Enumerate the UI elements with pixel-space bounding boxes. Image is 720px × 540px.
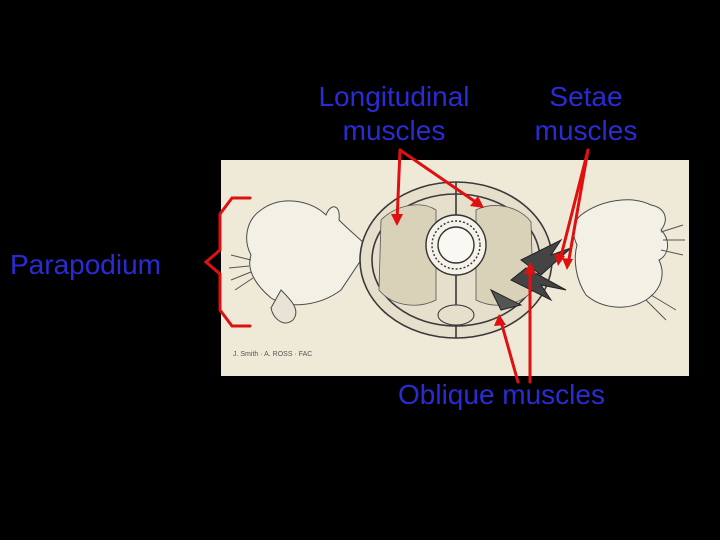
gut (425, 214, 487, 276)
ventral-nerve-cord (437, 304, 475, 326)
label-setae-line1: Setae (549, 81, 623, 112)
label-parapodium: Parapodium (10, 249, 161, 280)
label-longitudinal-line2: muscles (342, 115, 446, 146)
right-parapodium (573, 199, 685, 321)
label-longitudinal-muscles: Longitudinal muscles (286, 80, 502, 148)
figure-credit: J. Smith · A. ROSS · FAC (233, 351, 313, 358)
label-setae-line2: muscles (534, 115, 638, 146)
label-longitudinal-line1: Longitudinal (318, 81, 470, 112)
label-oblique-muscles: Oblique muscles (398, 379, 605, 410)
label-setae-muscles: Setae muscles (512, 80, 660, 148)
annelid-cross-section-figure (221, 160, 689, 376)
